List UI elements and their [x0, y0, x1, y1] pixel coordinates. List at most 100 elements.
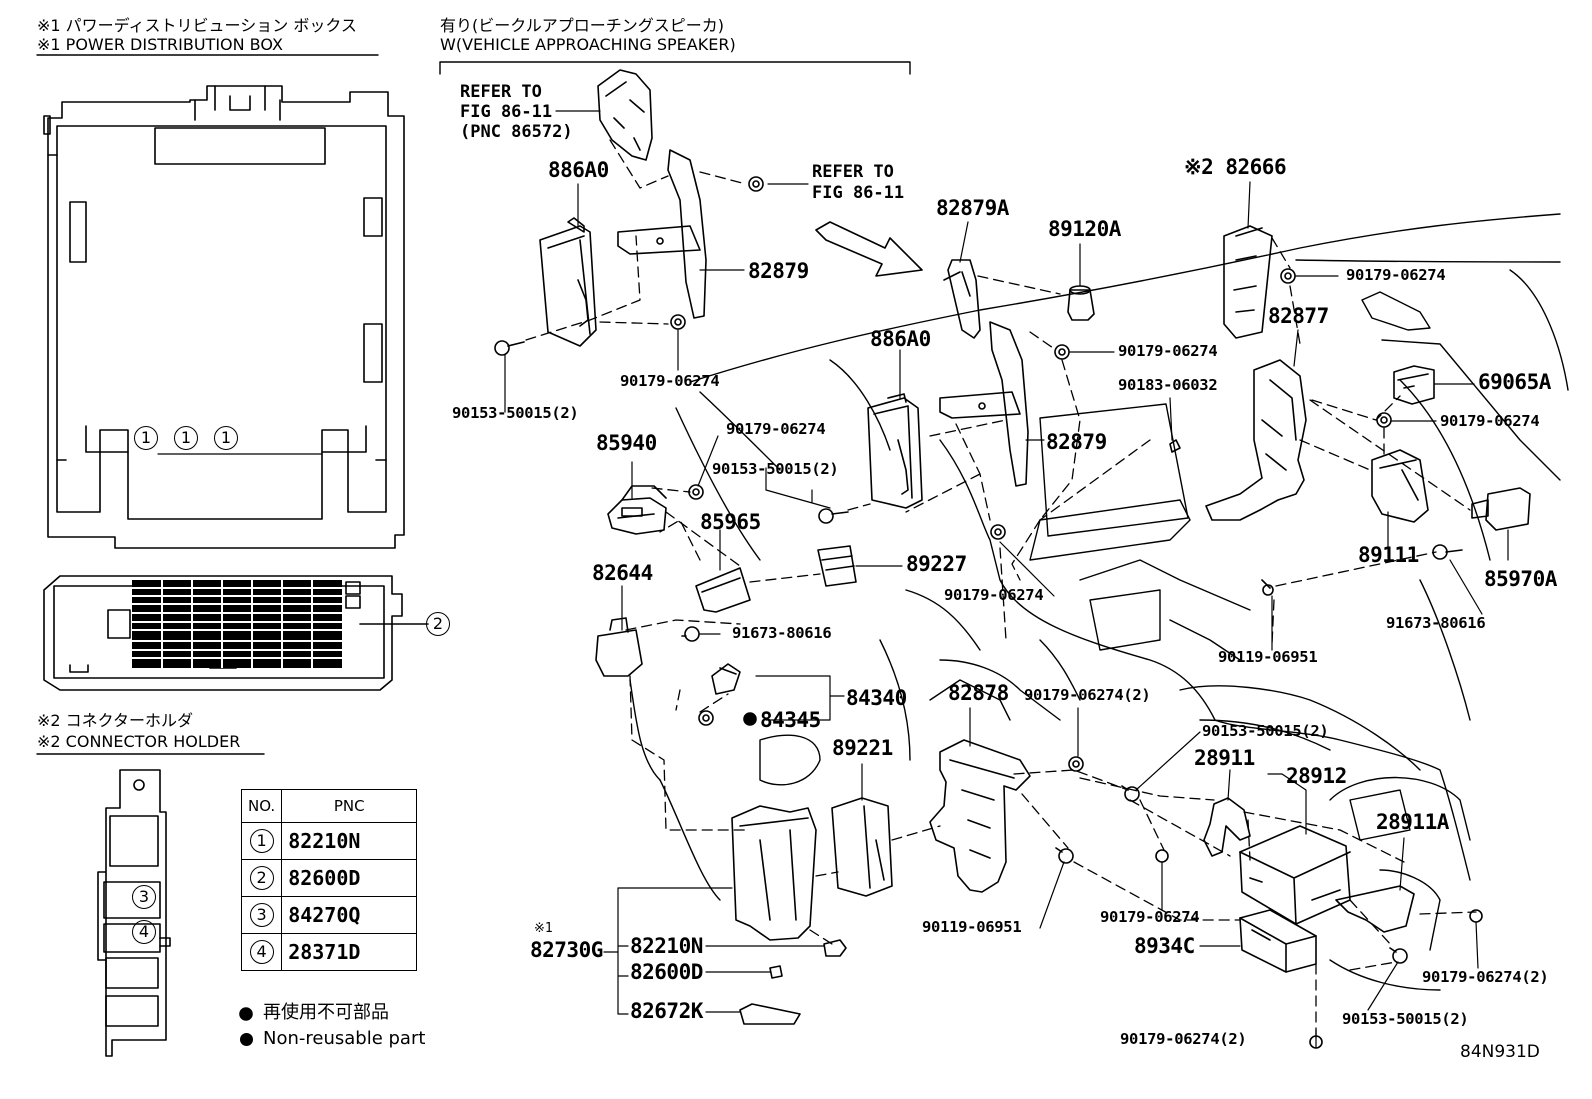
vas-title-jp: 有り(ビークルアプローチングスピーカ) [440, 16, 725, 35]
non-reusable-dot-icon [240, 1032, 253, 1046]
pdb-top-view [43, 85, 405, 549]
part-89227 [817, 545, 857, 587]
hardware-label: 91673-80616 [732, 624, 832, 642]
hardware-label: 90183-06032 [1118, 376, 1218, 394]
pnc-row-number: 2 [249, 866, 274, 890]
pdb-title-jp: ※1 パワーディストリビューション ボックス [37, 16, 357, 35]
part-label: 886A0 [548, 158, 609, 182]
hardware-label: 90179-06274 [1440, 412, 1540, 430]
callout-2: 2 [426, 612, 450, 636]
part-label: 89227 [906, 552, 967, 576]
part-82210N [823, 939, 847, 957]
legend-en: Non-reusable part [240, 1030, 425, 1048]
part-89120A [1067, 285, 1095, 321]
part-label: 85940 [596, 431, 657, 455]
pnc-row-value: 84270Q [281, 896, 418, 934]
hardware-label: 90119-06951 [1218, 648, 1318, 666]
hardware-label: 90153-50015(2) [452, 404, 579, 422]
part-89111 [1371, 449, 1429, 523]
part-label: 82210N [630, 934, 703, 958]
fastener-symbols [239, 176, 1483, 1049]
part-82879-mid [939, 321, 1029, 487]
pnc-row-value: 82210N [281, 822, 418, 860]
hardware-label: 90179-06274(2) [1120, 1030, 1247, 1048]
part-82878 [929, 739, 1031, 893]
refer-note-2-line2: FIG 86-11 [812, 183, 905, 203]
refer-note-1-line1: REFER TO [460, 82, 542, 102]
callout-3: 3 [132, 885, 156, 909]
hardware-label: 90179-06274 [944, 586, 1044, 604]
part-label: 82644 [592, 561, 653, 585]
part-label: ※2 82666 [1184, 155, 1287, 179]
part-28912 [1239, 825, 1351, 925]
fuse-grid-lines [132, 580, 342, 668]
hardware-label: 90153-50015(2) [1202, 722, 1329, 740]
connector-holder-drawing [97, 769, 171, 1057]
pnc-table-row: 3 84270Q [240, 896, 418, 934]
refer-note-2-line1: REFER TO [812, 162, 894, 182]
hardware-label: 90179-06274 [1118, 342, 1218, 360]
part-label: 89221 [832, 736, 893, 760]
part-label: 886A0 [870, 327, 931, 351]
part-28911A [1335, 885, 1415, 933]
part-label: 82877 [1268, 304, 1329, 328]
legend-jp: 再使用不可部品 [240, 1004, 389, 1022]
part-label: 89111 [1358, 543, 1419, 567]
hardware-label: 90153-50015(2) [712, 460, 839, 478]
part-82879A [943, 259, 981, 339]
callout-1: 1 [134, 426, 158, 450]
part-886A0-top [539, 217, 597, 347]
leader-lines [157, 110, 1509, 1049]
vehicle-body-outline [629, 213, 1569, 991]
part-label: 82672K [630, 999, 703, 1023]
part-89221 [831, 797, 893, 897]
non-reusable-dot-icon [240, 1007, 253, 1020]
part-82672K [739, 1003, 801, 1025]
dashed-guides [525, 139, 1477, 1041]
part-label: 82879 [748, 259, 809, 283]
bracket-refer-top [597, 69, 653, 161]
hardware-label: 91673-80616 [1386, 614, 1486, 632]
part-82644 [595, 617, 643, 677]
part-label: 82879A [936, 196, 1009, 220]
pdb-title-en: ※1 POWER DISTRIBUTION BOX [37, 35, 283, 54]
part-82879-top [617, 149, 707, 319]
hardware-label: 90153-50015(2) [1342, 1010, 1469, 1028]
callout-4: 4 [132, 920, 156, 944]
pnc-table-header: NO. PNC [240, 789, 418, 823]
part-label: 82730G [530, 938, 603, 962]
part-label: 8934C [1134, 934, 1195, 958]
refer-note-1-line3: (PNC 86572) [460, 122, 573, 142]
hardware-label: 90179-06274(2) [1024, 686, 1151, 704]
vas-title-en: W(VEHICLE APPROACHING SPEAKER) [440, 35, 736, 54]
part-69065A [1393, 365, 1435, 405]
hardware-label: 90179-06274 [1100, 908, 1200, 926]
part-82730G [731, 805, 817, 941]
pnc-row-value: 28371D [281, 933, 418, 971]
part-84340 [711, 663, 741, 695]
part-mark: ※1 [534, 921, 553, 936]
pnc-table-head-pnc: PNC [281, 789, 418, 823]
hardware-label: 90179-06274(2) [1422, 968, 1549, 986]
part-85940 [607, 485, 667, 535]
figure-code: 84N931D [1460, 1042, 1540, 1062]
part-82666 [1223, 225, 1273, 339]
part-28911 [1203, 797, 1251, 857]
part-886A0-mid [867, 393, 923, 509]
pnc-table-row: 1 82210N [240, 822, 418, 860]
part-label: 82600D [630, 960, 703, 984]
direction-arrow [815, 221, 923, 277]
part-label: 84340 [846, 686, 907, 710]
part-8934C [1239, 909, 1317, 973]
part-label: 85965 [700, 510, 761, 534]
hardware-label: 90179-06274 [620, 372, 720, 390]
callout-1: 1 [174, 426, 198, 450]
ch-title-jp: ※2 コネクターホルダ [37, 711, 194, 730]
ch-title-en: ※2 CONNECTOR HOLDER [37, 732, 241, 751]
part-label: 69065A [1478, 370, 1551, 394]
part-label: 82878 [948, 681, 1009, 705]
pnc-table: NO. PNC 1 82210N 2 82600D 3 84270Q 4 283… [240, 789, 418, 971]
pnc-table-row: 2 82600D [240, 859, 418, 897]
